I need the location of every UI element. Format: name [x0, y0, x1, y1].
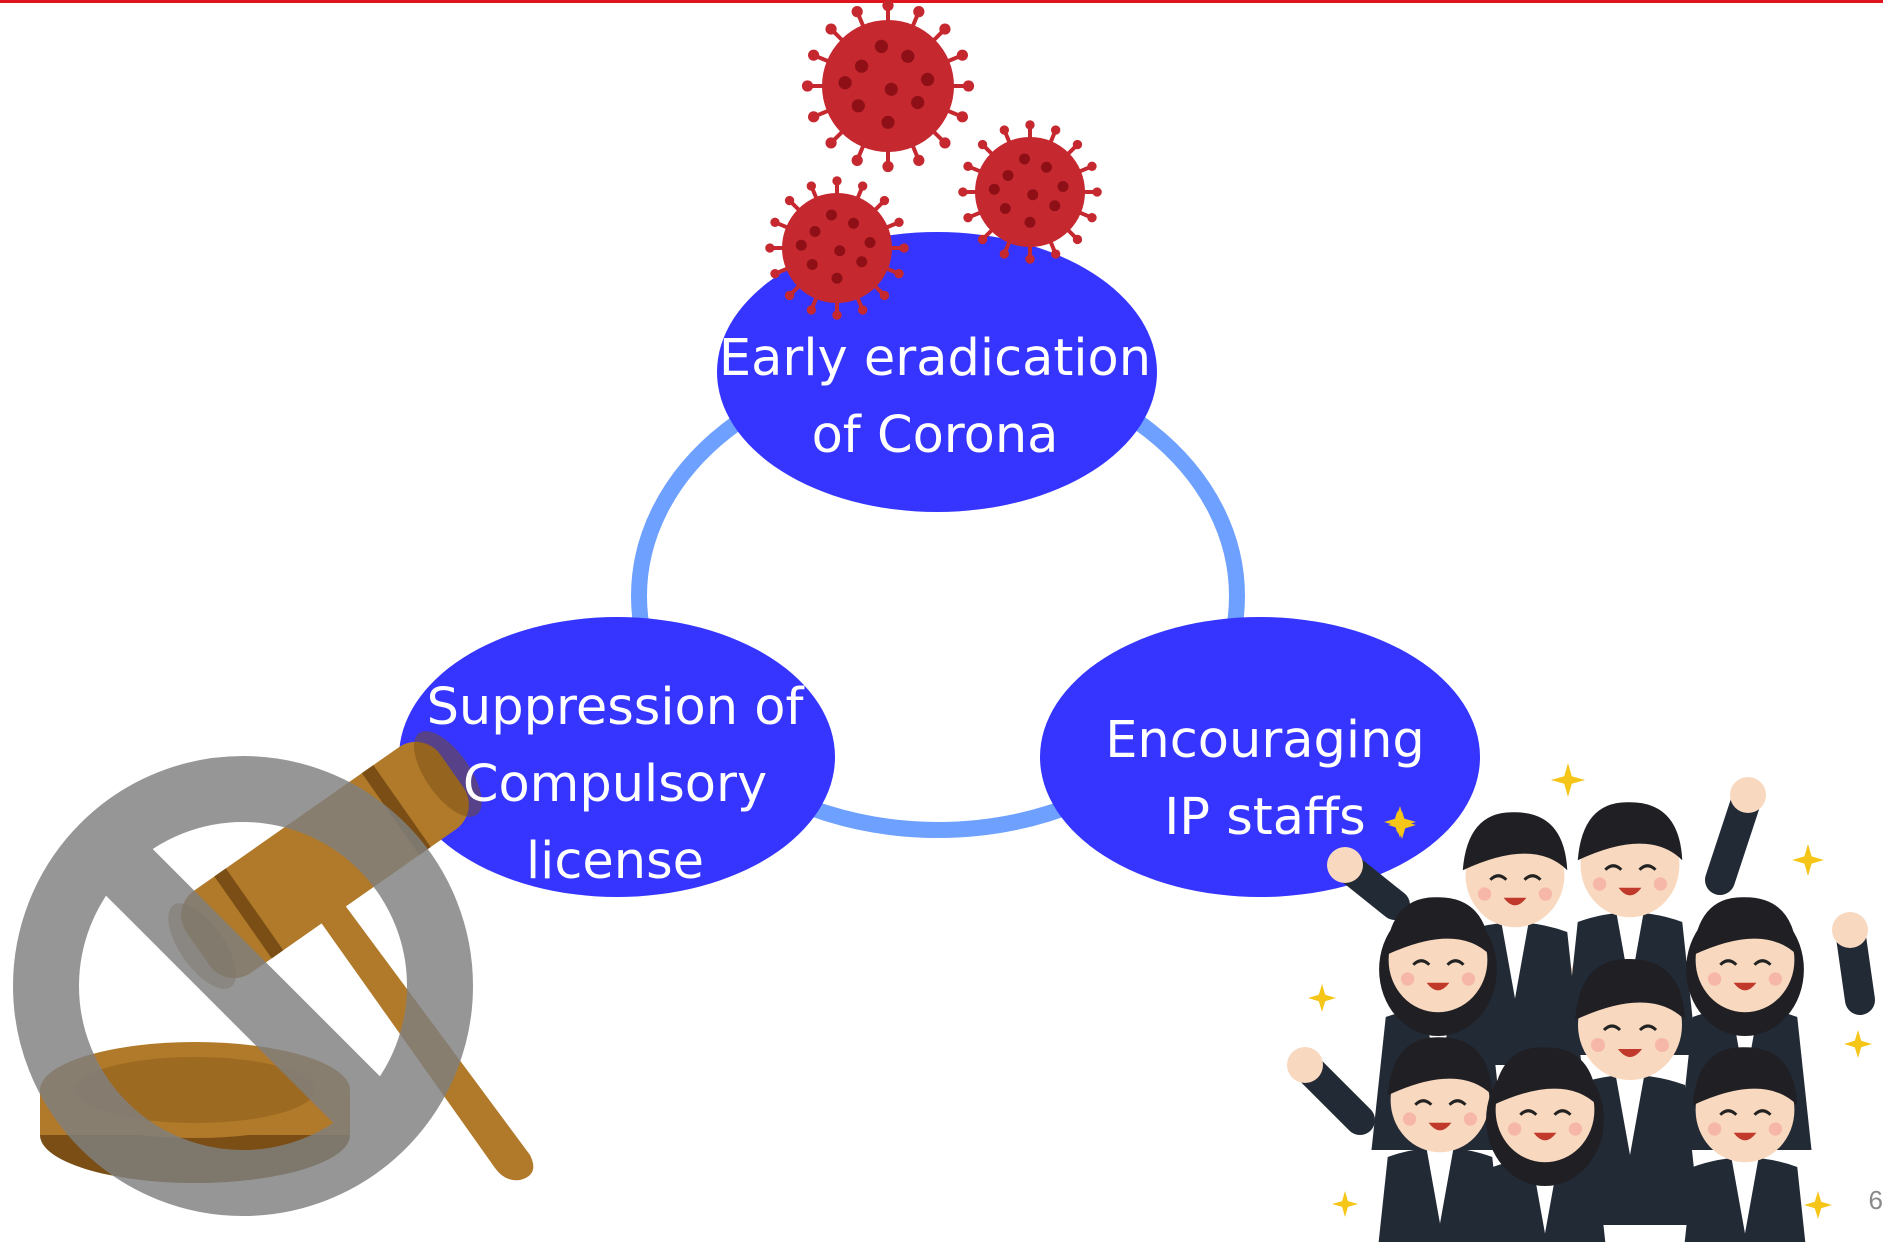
staff-person-icon [1484, 1047, 1606, 1242]
coronavirus-icon [765, 176, 909, 320]
star-icon [1387, 812, 1407, 832]
node-encouraging-ip-staffs [1040, 617, 1480, 897]
top-rule [0, 0, 1883, 3]
star-icon [1844, 1030, 1872, 1058]
raised-arm [1287, 1047, 1375, 1135]
coronavirus-icon [958, 120, 1102, 264]
star-icon [1388, 811, 1416, 839]
staff-person-icon [1378, 1037, 1502, 1242]
raised-arm [1832, 912, 1875, 1015]
prohibition-icon [13, 756, 473, 1216]
node-suppression-compulsory-license [399, 617, 835, 897]
gavel-prohibited-illustration [13, 731, 534, 1216]
node-label-early-eradication: Early eradication of Corona [718, 329, 1152, 465]
raised-arm [1327, 847, 1410, 920]
staff-person-icon [1684, 1047, 1806, 1242]
star-icon [1308, 984, 1336, 1012]
star-icon [1804, 1191, 1832, 1219]
coronavirus-icon [801, 0, 975, 173]
virus-group [765, 0, 1102, 320]
node-label-encouraging: Encouraging IP staffs [1105, 711, 1425, 847]
star-icon [1332, 1191, 1358, 1217]
raised-arm [1705, 777, 1766, 895]
slide-number: 6 [1868, 1185, 1883, 1215]
cheering-staff-illustration [1287, 777, 1875, 1242]
node-label-suppression: Suppression of Compulsory license [426, 678, 804, 891]
star-icon [1792, 844, 1824, 876]
sparkle-group [1308, 763, 1872, 1219]
star-icon [1551, 763, 1585, 797]
